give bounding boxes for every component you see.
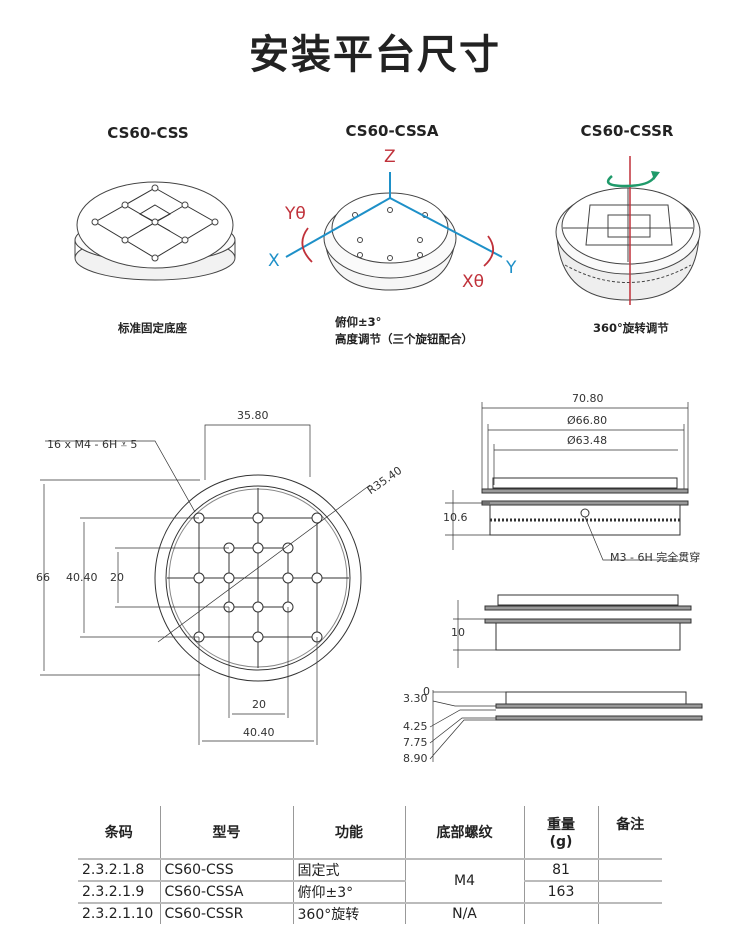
axis-ytheta-label: Yθ bbox=[285, 204, 306, 224]
product-image-css bbox=[74, 181, 236, 281]
dim-20-vertical: 20 bbox=[110, 571, 124, 584]
cell-model: CS60-CSSR bbox=[159, 902, 293, 924]
caption-cssa-2: 高度调节（三个旋钮配合） bbox=[335, 332, 473, 346]
rotate-arrow-icon bbox=[606, 175, 657, 188]
cell-thread: M4 bbox=[404, 858, 524, 903]
header-weight: 重量(g) bbox=[523, 806, 598, 859]
level-8-90: 8.90 bbox=[403, 752, 428, 765]
header-weight-label: 重量 bbox=[547, 817, 575, 833]
cell-weight bbox=[523, 902, 598, 924]
spec-table: 条码 型号 功能 底部螺纹 重量(g) 备注 2.3.2.1.8 CS60-CS… bbox=[78, 806, 662, 924]
cell-note bbox=[597, 880, 662, 903]
caption-cssa-1: 俯仰±3° bbox=[335, 315, 382, 329]
axis-y-label: Y bbox=[506, 258, 517, 278]
thread-note: 16 x M4 - 6H ⩡ 5 bbox=[47, 438, 138, 451]
table-row: 2.3.2.1.9 CS60-CSSA 俯仰±3° 163 bbox=[78, 880, 662, 903]
cell-model: CS60-CSSA bbox=[159, 880, 293, 903]
dim-40-vertical: 40.40 bbox=[66, 571, 98, 584]
header-thread: 底部螺纹 bbox=[404, 806, 524, 859]
level-7-75: 7.75 bbox=[403, 736, 428, 749]
side-view-drawings bbox=[429, 402, 703, 762]
cell-thread: N/A bbox=[404, 902, 524, 924]
product-label-cssr: CS60-CSSR bbox=[580, 122, 674, 140]
caption-css: 标准固定底座 bbox=[118, 321, 187, 335]
header-model: 型号 bbox=[159, 806, 293, 859]
cell-model: CS60-CSS bbox=[159, 858, 293, 881]
header-weight-unit: (g) bbox=[549, 834, 573, 850]
axis-x-label: X bbox=[268, 251, 280, 271]
cell-function: 360°旋转 bbox=[292, 902, 405, 924]
dim-width: 70.80 bbox=[572, 392, 604, 405]
rotation-arrows bbox=[301, 227, 494, 267]
cell-code: 2.3.2.1.8 bbox=[78, 858, 160, 881]
cell-weight: 163 bbox=[523, 880, 598, 903]
dim-66: 66 bbox=[36, 571, 50, 584]
level-4-25: 4.25 bbox=[403, 720, 428, 733]
dim-dia1: Ø66.80 bbox=[567, 414, 608, 427]
screw-note: M3 - 6H 完全贯穿 bbox=[610, 551, 701, 564]
dim-height-a: 10.6 bbox=[443, 511, 468, 524]
dim-height-b: 10 bbox=[451, 626, 465, 639]
caption-cssr: 360°旋转调节 bbox=[593, 321, 669, 335]
table-header-row: 条码 型号 功能 底部螺纹 重量(g) 备注 bbox=[78, 806, 662, 859]
header-code: 条码 bbox=[104, 825, 133, 841]
table-row: 2.3.2.1.10 CS60-CSSR 360°旋转 N/A bbox=[78, 902, 662, 924]
page-title: 安装平台尺寸 bbox=[249, 32, 501, 78]
top-view-drawing bbox=[40, 424, 371, 745]
product-label-cssa: CS60-CSSA bbox=[345, 122, 439, 140]
cell-note bbox=[597, 858, 662, 881]
cell-code: 2.3.2.1.10 bbox=[78, 902, 160, 924]
dim-20-horizontal: 20 bbox=[252, 698, 266, 711]
header-note: 备注 bbox=[597, 806, 662, 859]
level-0: 0 bbox=[423, 685, 430, 698]
cell-weight: 81 bbox=[523, 858, 598, 881]
product-label-css: CS60-CSS bbox=[107, 124, 189, 142]
level-3-30: 3.30 bbox=[403, 692, 428, 705]
cell-note bbox=[597, 902, 662, 924]
cell-function: 俯仰±3° bbox=[292, 880, 405, 903]
cell-code: 2.3.2.1.9 bbox=[78, 880, 160, 903]
axis-xtheta-label: Xθ bbox=[462, 272, 485, 292]
dim-40-horizontal: 40.40 bbox=[243, 726, 275, 739]
product-image-cssr bbox=[555, 187, 701, 301]
axis-z-label: Z bbox=[384, 147, 396, 167]
dim-dia2: Ø63.48 bbox=[567, 434, 608, 447]
cell-function: 固定式 bbox=[292, 858, 405, 881]
header-function: 功能 bbox=[292, 806, 405, 859]
dim-top-width: 35.80 bbox=[237, 409, 269, 422]
table-row: 2.3.2.1.8 CS60-CSS 固定式 M4 81 bbox=[78, 858, 662, 903]
